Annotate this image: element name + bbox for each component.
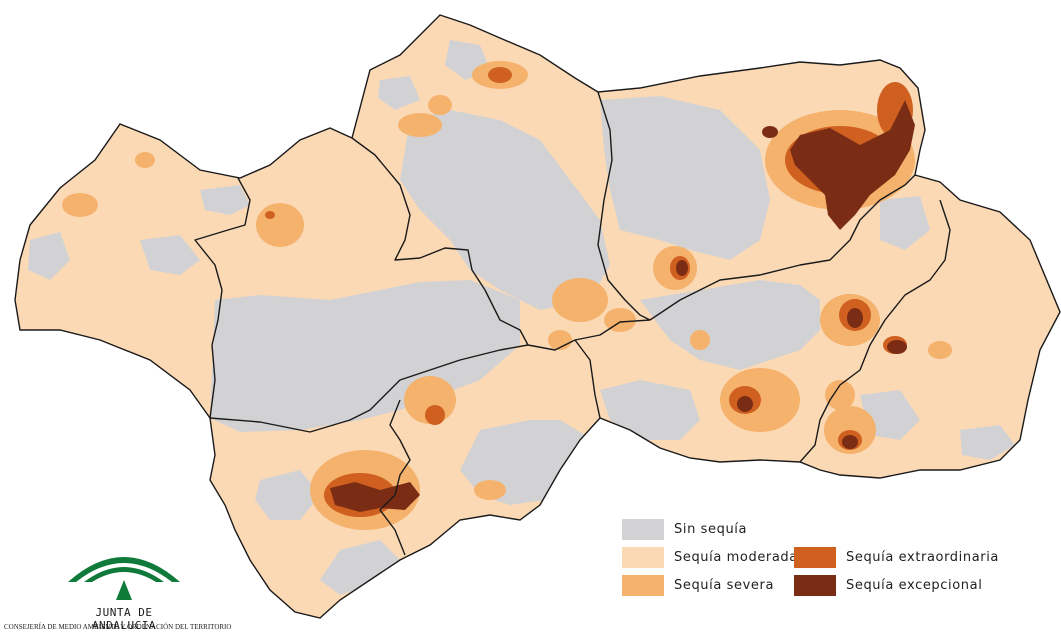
legend-item-exceptional: Sequía excepcional bbox=[794, 575, 982, 596]
logo-emblem-icon bbox=[68, 557, 180, 600]
legend-swatch-extraordinary bbox=[794, 547, 836, 568]
province-borders bbox=[194, 91, 951, 556]
logo-subtitle: CONSEJERÍA DE MEDIO AMBIENTE Y ORDENACIÓ… bbox=[4, 623, 232, 631]
logo-title: JUNTA DE ANDALUCIA bbox=[91, 606, 157, 632]
legend-label-severe: Sequía severa bbox=[674, 578, 775, 593]
zone-exceptional bbox=[330, 100, 915, 512]
legend-swatch-exceptional bbox=[794, 575, 836, 596]
legend-swatch-moderate bbox=[622, 547, 664, 568]
legend-swatch-severe bbox=[622, 575, 664, 596]
legend-label-moderate: Sequía moderada bbox=[674, 550, 798, 565]
legend-item-no-drought: Sin sequía bbox=[622, 519, 747, 540]
legend-label-no-drought: Sin sequía bbox=[674, 522, 748, 537]
junta-andalucia-logo bbox=[68, 557, 180, 600]
legend-label-extraordinary: Sequía extraordinaria bbox=[846, 550, 999, 565]
map-legend: Sin sequía Sequía moderada Sequía severa… bbox=[622, 513, 1002, 603]
legend-label-exceptional: Sequía excepcional bbox=[846, 578, 983, 593]
legend-item-moderate: Sequía moderada bbox=[622, 547, 798, 568]
legend-swatch-no-drought bbox=[622, 519, 664, 540]
legend-item-extraordinary: Sequía extraordinaria bbox=[794, 547, 999, 568]
legend-item-severe: Sequía severa bbox=[622, 575, 774, 596]
